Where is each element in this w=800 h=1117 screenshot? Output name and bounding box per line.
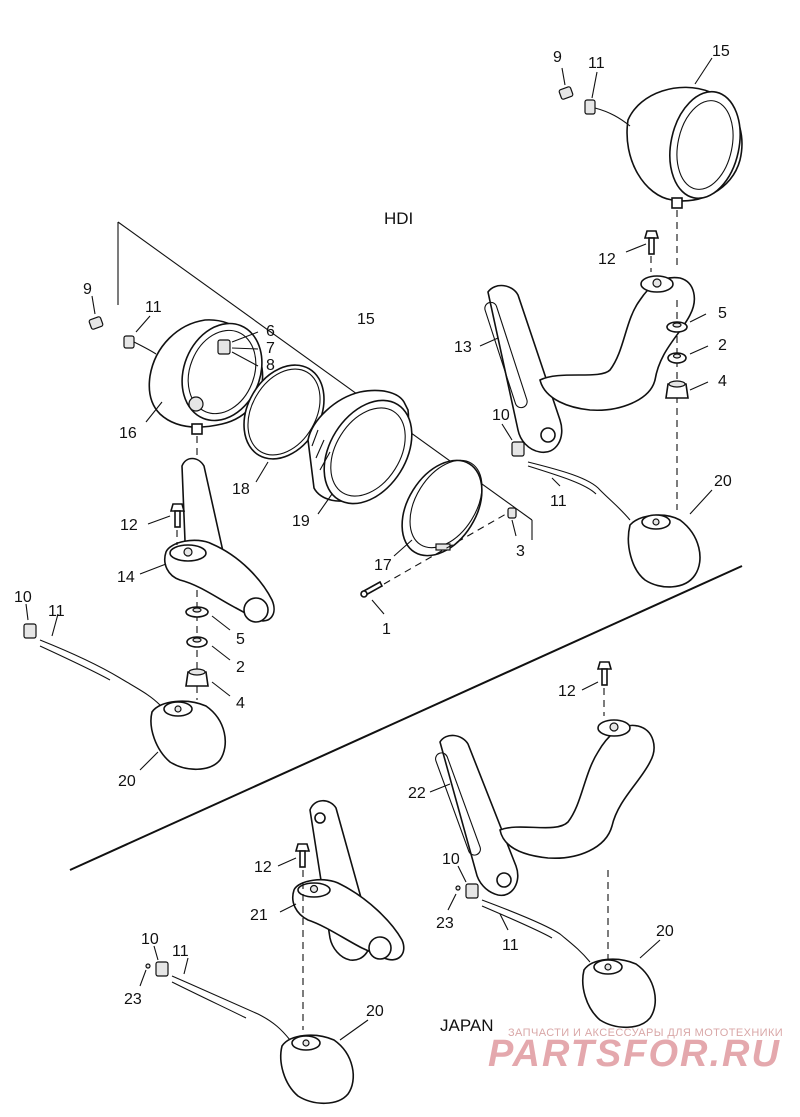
callout-21: 21 — [250, 907, 268, 924]
callout-3: 3 — [516, 543, 525, 560]
callout-15: 15 — [357, 311, 375, 328]
callout-20: 20 — [366, 1003, 384, 1020]
callout-13: 13 — [454, 339, 472, 356]
section-label-hdi: HDI — [384, 209, 413, 228]
connector-9-top — [558, 67, 574, 100]
stack-top-right — [665, 300, 709, 510]
connector-9-left — [88, 295, 104, 330]
callout-4: 4 — [718, 373, 727, 390]
headlamp-top-right — [626, 86, 743, 265]
callout-9: 9 — [83, 281, 92, 298]
callout-18: 18 — [232, 481, 250, 498]
callout-11: 11 — [145, 299, 162, 316]
retaining-ring-17 — [393, 459, 483, 557]
turn-signal-right-upper — [501, 423, 713, 588]
bolt-12-japan-right — [581, 661, 613, 716]
callout-1: 1 — [382, 621, 391, 638]
lamp-unit-19 — [307, 389, 413, 515]
callout-6: 6 — [266, 323, 275, 340]
callout-2: 2 — [236, 659, 245, 676]
callout-11: 11 — [550, 493, 567, 510]
callout-23: 23 — [436, 915, 454, 932]
callout-15: 15 — [712, 43, 730, 60]
callout-11: 11 — [502, 937, 519, 954]
callout-17: 17 — [374, 557, 392, 574]
callout-12: 12 — [598, 251, 616, 268]
callout-11: 11 — [48, 603, 65, 620]
callout-20: 20 — [714, 473, 732, 490]
connector-11-top — [584, 71, 631, 127]
leaders-6-7-8 — [231, 331, 259, 367]
region-divider-line — [69, 565, 743, 871]
callout-23: 23 — [124, 991, 142, 1008]
watermark-logo: PARTSFOR.RU — [488, 1033, 781, 1075]
watermark-tagline: ЗАПЧАСТИ И АКСЕССУАРЫ ДЛЯ МОТОТЕХНИКИ — [508, 1027, 783, 1039]
callout-4: 4 — [236, 695, 245, 712]
callout-12: 12 — [254, 859, 272, 876]
callout-22: 22 — [408, 785, 426, 802]
bracket-13 — [479, 275, 696, 454]
callout-5: 5 — [236, 631, 245, 648]
stack-left — [185, 590, 231, 700]
callout-16: 16 — [119, 425, 137, 442]
bracket-22 — [429, 719, 655, 897]
leader-15-top — [694, 57, 713, 85]
bolt-12-japan-left — [277, 843, 311, 1030]
callout-7: 7 — [266, 340, 275, 357]
callout-12: 12 — [120, 517, 138, 534]
bracket-21 — [279, 799, 405, 961]
callout-8: 8 — [266, 357, 275, 374]
callout-10: 10 — [141, 931, 159, 948]
connector-11-left — [123, 315, 157, 355]
turn-signal-japan-left — [139, 945, 369, 1105]
callout-10: 10 — [14, 589, 32, 606]
callout-14: 14 — [117, 569, 135, 586]
turn-signal-japan-right — [447, 865, 661, 1029]
bolt-12-top-right — [625, 230, 660, 272]
bracket-14 — [139, 457, 275, 623]
turn-signal-left — [23, 603, 227, 771]
bolt-12-left — [147, 503, 186, 545]
callout-12: 12 — [558, 683, 576, 700]
callout-labels: 9 11 15 12 13 5 2 4 10 11 20 9 11 6 7 8 … — [14, 43, 732, 1020]
callout-9: 9 — [553, 49, 562, 66]
callout-10: 10 — [492, 407, 510, 424]
callout-10: 10 — [442, 851, 460, 868]
callout-2: 2 — [718, 337, 727, 354]
callout-5: 5 — [718, 305, 727, 322]
watermark: ЗАПЧАСТИ И АКСЕССУАРЫ ДЛЯ МОТОТЕХНИКИ PA… — [488, 1027, 783, 1075]
callout-11: 11 — [172, 943, 189, 960]
callout-20: 20 — [656, 923, 674, 940]
section-label-japan: JAPAN — [440, 1016, 494, 1035]
callout-19: 19 — [292, 513, 310, 530]
callout-11: 11 — [588, 55, 605, 72]
screw-1 — [360, 513, 507, 615]
screw-3 — [507, 507, 517, 537]
callout-20: 20 — [118, 773, 136, 790]
